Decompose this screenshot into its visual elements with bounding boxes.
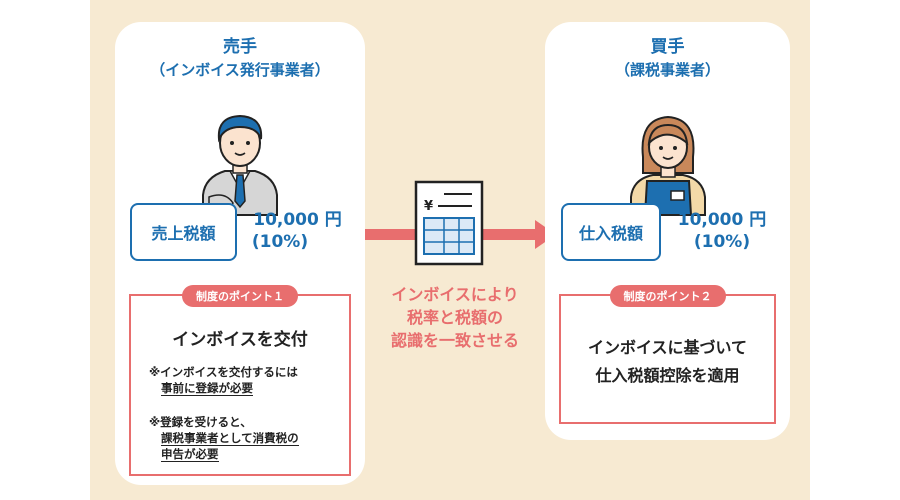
seller-note-1: ※インボイスを交付するには 事前に登録が必要 <box>149 364 298 396</box>
seller-note-2-line-1: ※登録を受けると、 <box>149 415 252 429</box>
flow-description: インボイスにより 税率と税額の 認識を一致させる <box>370 283 540 352</box>
buyer-card: 買手 （課税事業者） 仕入税額 10,000 円 (10%) 制度のポイント２ … <box>545 22 790 440</box>
seller-point-box: 制度のポイント１ インボイスを交付 ※インボイスを交付するには 事前に登録が必要… <box>129 285 351 476</box>
seller-note-2: ※登録を受けると、 課税事業者として消費税の 申告が必要 <box>149 414 299 462</box>
buyer-point-line-1: インボイスに基づいて <box>587 338 748 357</box>
seller-note-2-line-2: 課税事業者として消費税の <box>161 431 299 446</box>
flow-line-3: 認識を一致させる <box>390 331 519 350</box>
buyer-point-tag: 制度のポイント２ <box>609 285 726 307</box>
buyer-title: 買手 <box>650 37 685 57</box>
buyer-rate: (10%) <box>693 232 751 252</box>
seller-amount: 10,000 円 <box>253 210 342 230</box>
invoice-yen-symbol: ¥ <box>424 199 433 214</box>
seller-point-heading: インボイスを交付 <box>172 330 308 350</box>
arrow-shaft-right <box>480 229 540 240</box>
arrow-shaft-left <box>340 229 415 240</box>
flow-line-1: インボイスにより <box>391 285 519 304</box>
seller-rate: (10%) <box>251 232 309 252</box>
shop-clerk-icon <box>630 115 706 216</box>
buyer-tax-label: 仕入税額 <box>561 203 661 261</box>
businessman-icon <box>202 114 278 216</box>
buyer-point-line-2: 仕入税額控除を適用 <box>595 366 740 385</box>
seller-note-2-line-3: 申告が必要 <box>161 447 219 462</box>
buyer-subtitle: （課税事業者） <box>614 61 720 79</box>
invoice-icon: ¥ <box>414 180 484 266</box>
seller-card: 売手 （インボイス発行事業者） 売上税額 10,000 円 (10%) 制度のポ… <box>115 22 365 485</box>
buyer-amount: 10,000 円 <box>677 210 767 230</box>
buyer-point-box: 制度のポイント２ インボイスに基づいて 仕入税額控除を適用 <box>559 285 776 424</box>
seller-note-1-line-2: 事前に登録が必要 <box>161 381 253 396</box>
seller-title: 売手 <box>223 37 257 57</box>
seller-note-1-line-1: ※インボイスを交付するには <box>149 365 298 379</box>
seller-subtitle: （インボイス発行事業者） <box>150 61 330 79</box>
seller-point-tag: 制度のポイント１ <box>182 285 298 307</box>
flow-line-2: 税率と税額の <box>406 308 503 327</box>
seller-tax-label: 売上税額 <box>130 203 237 261</box>
